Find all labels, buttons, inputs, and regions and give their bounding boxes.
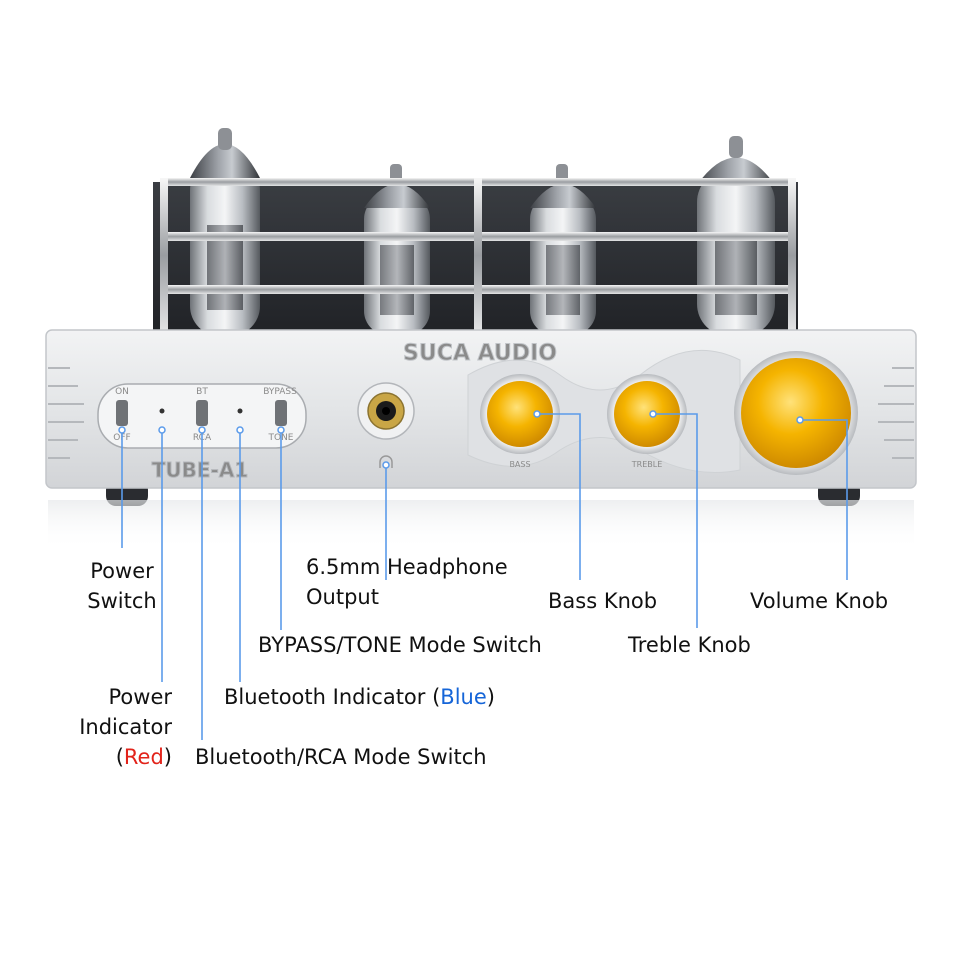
leader-treble-knob [653,413,698,628]
brand-logo: SUCA AUDIO [403,341,557,366]
power-indicator-led [159,408,165,414]
tube-center-left [364,164,430,335]
label-headphone-output: 6.5mm Headphone Output [306,552,508,612]
label-bypass-tone-switch: BYPASS/TONE Mode Switch [258,633,542,657]
label-power-indicator: Power Indicator (Red) [40,682,172,772]
treble-knob[interactable] [607,374,687,454]
tube-center-right [530,164,596,335]
red-word: Red [123,745,164,769]
label-bluetooth-indicator-suffix: ) [486,685,495,709]
floor-reflection [48,500,914,550]
model-logo: TUBE-A1 [152,458,248,482]
paren-close: ) [163,745,172,769]
label-power-indicator-line2: Indicator [79,715,172,739]
bt-rca-switch[interactable] [196,400,208,426]
paren-open: ( [115,745,124,769]
label-power-indicator-line3: (Red) [40,742,172,772]
headphone-icon [379,455,393,468]
volume-knob[interactable] [734,351,858,475]
label-treble-knob: Treble Knob [628,633,751,657]
leader-bass-knob [537,413,581,580]
leader-volume-knob [800,419,848,580]
power-switch[interactable] [116,400,128,426]
bypass-switch-top-label: BYPASS [263,387,297,397]
tube-cage [160,178,796,333]
bt-switch-top-label: BT [196,387,208,397]
label-power-indicator-line1: Power [108,685,173,709]
power-switch-on-label: ON [115,387,129,397]
label-bt-rca-switch: Bluetooth/RCA Mode Switch [195,745,487,769]
bass-knob-label: BASS [509,460,530,469]
label-bluetooth-indicator-prefix: Bluetooth Indicator ( [224,685,441,709]
treble-knob-label: TREBLE [631,460,663,469]
leader-lines [121,413,848,740]
blue-word: Blue [440,685,487,709]
label-headphone-line2: Output [306,585,379,609]
label-bass-knob: Bass Knob [548,589,658,613]
label-volume-knob: Volume Knob [750,589,889,613]
bypass-tone-switch[interactable] [275,400,287,426]
label-power-switch: Power Switch [72,556,172,616]
leader-dots [118,410,804,469]
bass-knob[interactable] [480,374,560,454]
label-bluetooth-indicator: Bluetooth Indicator (Blue) [224,682,495,712]
headphone-jack[interactable] [357,382,415,440]
bluetooth-indicator-led [237,408,243,414]
label-power-switch-line2: Switch [87,589,157,613]
label-headphone-line1: 6.5mm Headphone [306,555,508,579]
label-power-switch-line1: Power [90,559,154,583]
